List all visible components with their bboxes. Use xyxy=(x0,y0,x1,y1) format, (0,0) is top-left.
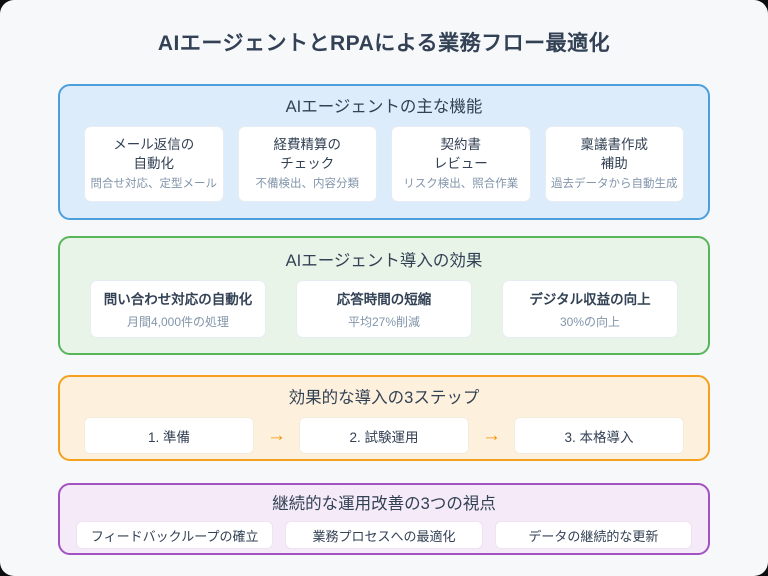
perspectives-cards-row: フィードバックループの確立 業務プロセスへの最適化 データの継続的な更新 xyxy=(76,521,692,549)
function-card-approval-doc: 稟議書作成 補助 過去データから自動生成 xyxy=(544,126,684,202)
card-subtitle: 月間4,000件の処理 xyxy=(126,315,230,329)
card-title-line1: メール返信の xyxy=(113,137,195,152)
card-title-line1: 稟議書作成 xyxy=(580,137,649,152)
section-perspectives-title: 継続的な運用改善の3つの視点 xyxy=(272,495,496,513)
arrow-right-icon: → xyxy=(267,425,286,446)
perspective-card-feedback-loop: フィードバックループの確立 xyxy=(76,521,274,549)
section-steps-title: 効果的な導入の3ステップ xyxy=(288,389,480,407)
function-card-contract-review: 契約書 レビュー リスク検出、照合作業 xyxy=(391,126,531,202)
step-card-trial-operation: 2. 試験運用 xyxy=(299,417,469,454)
card-subtitle: リスク検出、照合作業 xyxy=(403,178,519,190)
function-card-mail-reply: メール返信の 自動化 問合せ対応、定型メール xyxy=(84,126,224,202)
card-title: デジタル収益の向上 xyxy=(529,292,651,307)
step-card-preparation: 1. 準備 xyxy=(84,417,254,454)
card-subtitle: 過去データから自動生成 xyxy=(551,178,678,190)
card-title: 応答時間の短縮 xyxy=(336,292,432,307)
arrow-right-icon: → xyxy=(482,425,501,446)
card-subtitle: 問合せ対応、定型メール xyxy=(90,178,218,190)
functions-cards-row: メール返信の 自動化 問合せ対応、定型メール 経費精算の チェック 不備検出、内… xyxy=(84,126,684,202)
card-title-line2: チェック xyxy=(280,156,335,171)
effects-cards-row: 問い合わせ対応の自動化 月間4,000件の処理 応答時間の短縮 平均27%削減 … xyxy=(90,280,678,338)
effect-card-inquiry-automation: 問い合わせ対応の自動化 月間4,000件の処理 xyxy=(90,280,266,338)
effect-card-response-time: 応答時間の短縮 平均27%削減 xyxy=(296,280,472,338)
card-subtitle: 30%の向上 xyxy=(559,315,621,329)
effect-card-digital-revenue: デジタル収益の向上 30%の向上 xyxy=(502,280,678,338)
step-card-full-deployment: 3. 本格導入 xyxy=(514,417,684,454)
card-subtitle: 不備検出、内容分類 xyxy=(255,178,360,190)
steps-row: 1. 準備 → 2. 試験運用 → 3. 本格導入 xyxy=(84,417,684,454)
card-title: 問い合わせ対応の自動化 xyxy=(103,292,253,307)
function-card-expense-check: 経費精算の チェック 不備検出、内容分類 xyxy=(237,126,377,202)
section-steps: 効果的な導入の3ステップ 1. 準備 → 2. 試験運用 → 3. 本格導入 xyxy=(58,375,710,461)
section-perspectives: 継続的な運用改善の3つの視点 フィードバックループの確立 業務プロセスへの最適化… xyxy=(58,483,710,555)
card-title-line2: 補助 xyxy=(600,156,628,171)
card-title-line1: 経費精算の xyxy=(273,137,342,152)
card-title-line2: 自動化 xyxy=(133,156,175,171)
card-subtitle: 平均27%削減 xyxy=(347,315,421,329)
section-effects: AIエージェント導入の効果 問い合わせ対応の自動化 月間4,000件の処理 応答… xyxy=(58,236,710,355)
perspective-card-process-optimization: 業務プロセスへの最適化 xyxy=(285,521,483,549)
perspective-card-data-update: データの継続的な更新 xyxy=(494,521,692,549)
card-title-line1: 契約書 xyxy=(440,137,482,152)
page-title: AIエージェントとRPAによる業務フロー最適化 xyxy=(157,32,611,55)
card-title-line2: レビュー xyxy=(433,156,488,171)
section-effects-title: AIエージェント導入の効果 xyxy=(285,252,483,270)
section-functions-title: AIエージェントの主な機能 xyxy=(285,98,483,116)
section-functions: AIエージェントの主な機能 メール返信の 自動化 問合せ対応、定型メール 経費精… xyxy=(58,84,710,220)
